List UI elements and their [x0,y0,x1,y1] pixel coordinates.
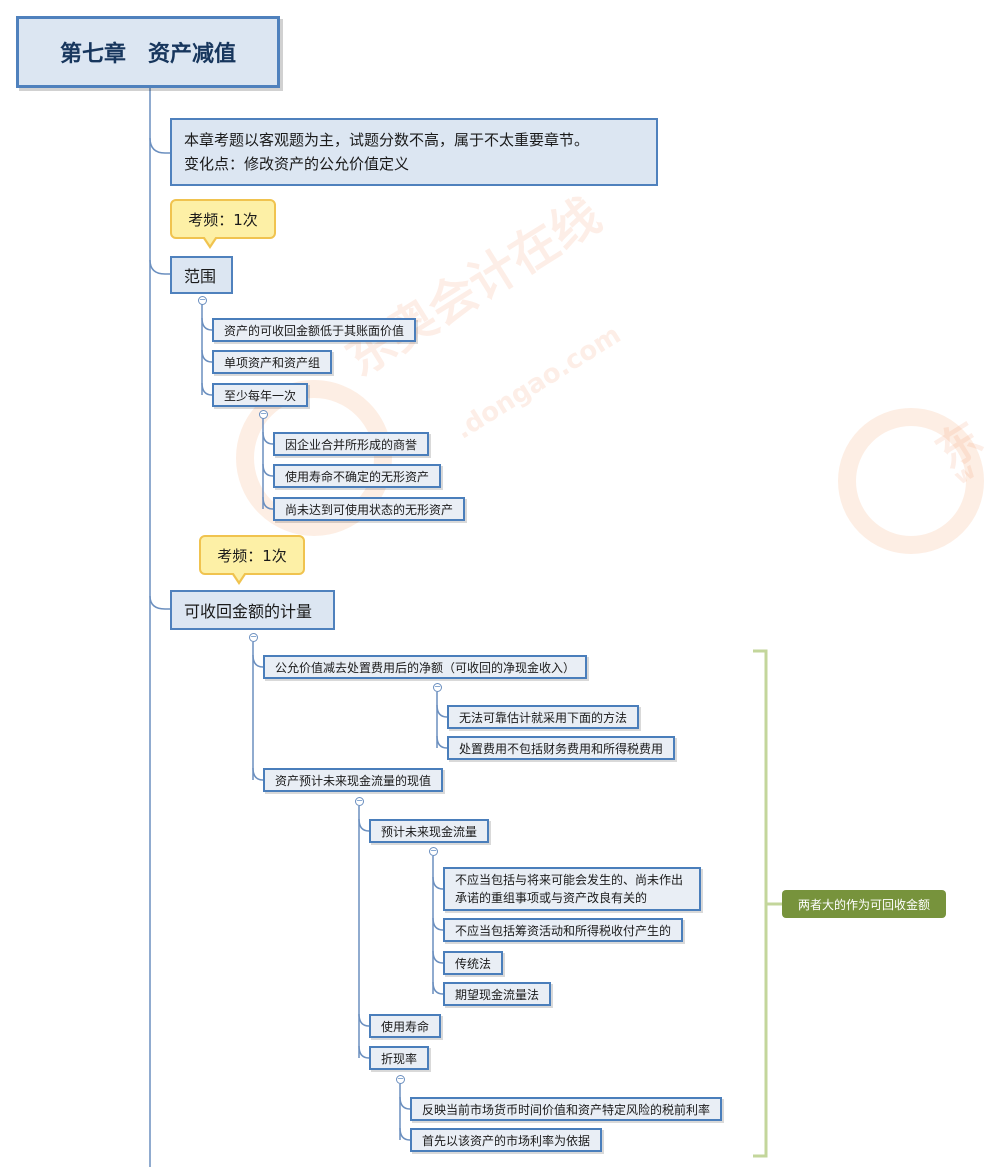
fair-value-item[interactable]: 无法可靠估计就采用下面的方法 [447,705,640,729]
discount-rate-node[interactable]: 折现率 [369,1046,430,1070]
chapter-intro-note[interactable]: 本章考题以客观题为主，试题分数不高，属于不太重要章节。 变化点：修改资产的公允价… [170,118,658,186]
scope-item[interactable]: 单项资产和资产组 [212,350,333,374]
discount-rate-item[interactable]: 首先以该资产的市场利率为依据 [410,1128,603,1152]
root-topic[interactable]: 第七章 资产减值 [16,16,280,88]
collapse-toggle-scope[interactable]: − [198,295,207,305]
collapse-toggle-measure[interactable]: − [249,632,258,642]
fair-value-item[interactable]: 处置费用不包括财务费用和所得税费用 [447,736,676,760]
scope-item[interactable]: 资产的可收回金额低于其账面价值 [212,318,417,342]
present-value-node[interactable]: 资产预计未来现金流量的现值 [263,768,444,792]
collapse-toggle-discount-rate[interactable]: − [396,1074,405,1084]
cash-flow-item[interactable]: 传统法 [443,951,504,975]
frequency-callout-scope[interactable]: 考频：1次 [170,199,276,249]
topic-scope[interactable]: 范围 [170,256,233,294]
frequency-callout-measure[interactable]: 考频：1次 [199,535,305,585]
cash-flow-node[interactable]: 预计未来现金流量 [369,819,490,843]
summary-label[interactable]: 两者大的作为可回收金额 [782,890,946,918]
collapse-toggle-cash-flow[interactable]: − [429,846,438,856]
collapse-toggle-fair-value[interactable]: − [433,682,442,692]
collapse-toggle-present-value[interactable]: − [355,796,364,806]
discount-rate-item[interactable]: 反映当前市场货币时间价值和资产特定风险的税前利率 [410,1097,723,1121]
useful-life-node[interactable]: 使用寿命 [369,1014,442,1038]
annual-sub-item[interactable]: 使用寿命不确定的无形资产 [273,464,442,488]
annual-sub-item[interactable]: 尚未达到可使用状态的无形资产 [273,497,466,521]
intro-line-2: 变化点：修改资产的公允价值定义 [184,155,410,173]
cash-flow-item[interactable]: 不应当包括筹资活动和所得税收付产生的 [443,918,684,942]
fair-value-node[interactable]: 公允价值减去处置费用后的净额（可收回的净现金收入） [263,655,588,679]
intro-line-1: 本章考题以客观题为主，试题分数不高，属于不太重要章节。 [184,131,590,149]
topic-recoverable-amount[interactable]: 可收回金额的计量 [170,590,335,630]
cash-flow-item[interactable]: 期望现金流量法 [443,982,552,1006]
scope-item-annual[interactable]: 至少每年一次 [212,383,309,407]
annual-sub-item[interactable]: 因企业合并所形成的商誉 [273,432,430,456]
cash-flow-item[interactable]: 不应当包括与将来可能会发生的、尚未作出承诺的重组事项或与资产改良有关的 [443,867,701,911]
collapse-toggle-annual[interactable]: − [259,409,268,419]
